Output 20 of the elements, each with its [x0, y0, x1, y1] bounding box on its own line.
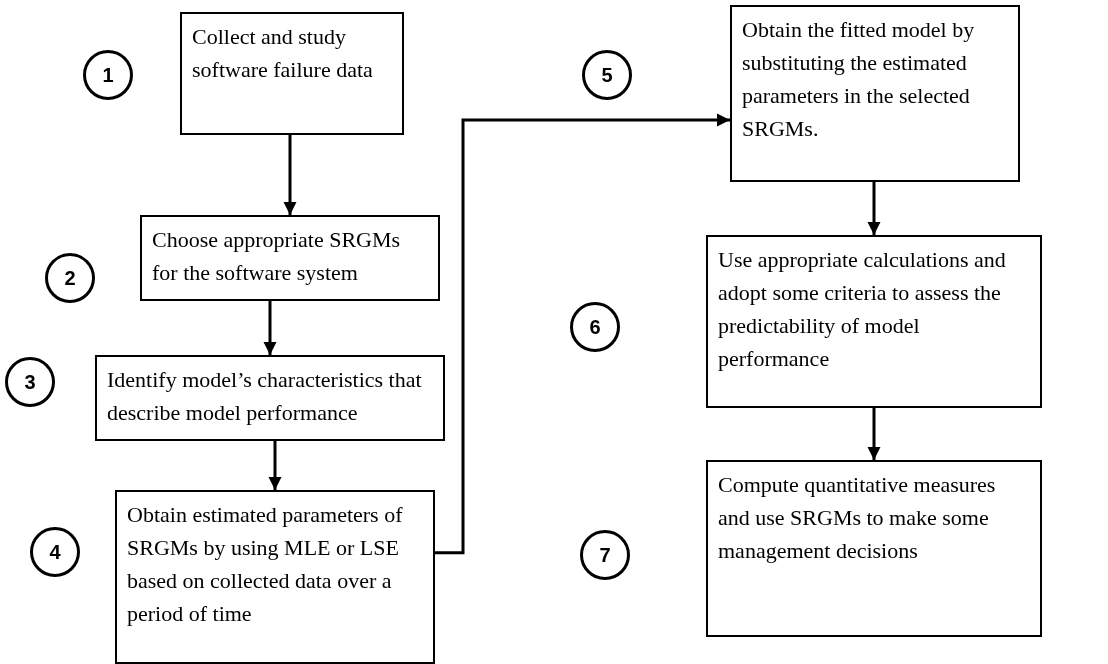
- arrow: [867, 408, 881, 460]
- process-box: Obtain the fitted model by substituting the estimated parameters in the selected SRGMs.: [730, 5, 1020, 182]
- process-box: Compute quantitative measures and use SRGMs to make some management decisions: [706, 460, 1042, 637]
- arrow: [283, 135, 297, 215]
- step-number-circle: 6: [570, 302, 620, 352]
- process-box: Obtain estimated parameters of SRGMs by using MLE or LSE based on collected data over a period of time: [115, 490, 435, 664]
- step-number-circle: 1: [83, 50, 133, 100]
- process-box: Identify model’s characteristics that describe model performance: [95, 355, 445, 441]
- arrow: [867, 182, 881, 235]
- step-number-circle: 4: [30, 527, 80, 577]
- arrow: [435, 113, 730, 555]
- step-number-circle: 5: [582, 50, 632, 100]
- process-box: Use appropriate calculations and adopt some criteria to assess the predictability of model performance: [706, 235, 1042, 408]
- process-box: Choose appropriate SRGMs for the software system: [140, 215, 440, 301]
- process-box: Collect and study software failure data: [180, 12, 404, 135]
- arrow: [268, 441, 282, 490]
- arrow: [263, 301, 277, 355]
- step-number-circle: 7: [580, 530, 630, 580]
- step-number-circle: 2: [45, 253, 95, 303]
- step-number-circle: 3: [5, 357, 55, 407]
